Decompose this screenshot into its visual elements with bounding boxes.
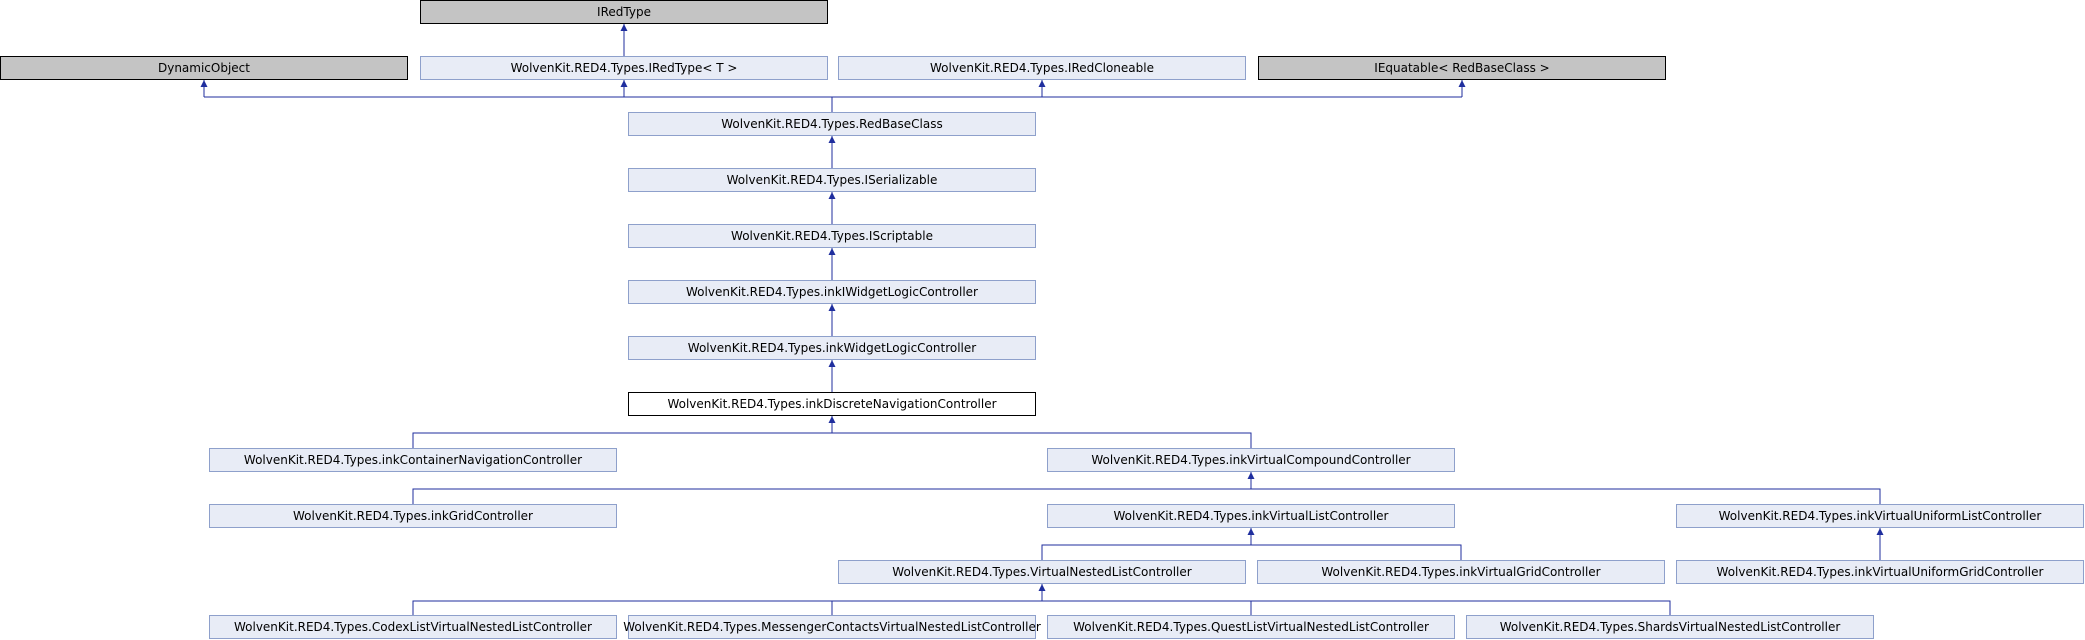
node-inkvirtualuniformgridcontroller[interactable]: WolvenKit.RED4.Types.inkVirtualUniformGr… [1676,560,2084,584]
node-iserializable[interactable]: WolvenKit.RED4.Types.ISerializable [628,168,1036,192]
node-dynamicobject[interactable]: DynamicObject [0,56,408,80]
edge-arrow-inkvirtualuniformlist [1876,528,1884,535]
edge-arrow-inkdiscretenav-to-inkwidgetlogic [828,360,836,367]
edge-arrow-iserializable-to-redbaseclass [828,136,836,143]
node-codexlistvirtualnestedlistcontroller[interactable]: WolvenKit.RED4.Types.CodexListVirtualNes… [209,615,617,639]
node-inkiwidgetlogiccontroller[interactable]: WolvenKit.RED4.Types.inkIWidgetLogicCont… [628,280,1036,304]
edge-arrow-inkvirtuallist [1247,528,1255,535]
edge-arrow-iscriptable-to-iserializable [828,192,836,199]
node-shardsvirtualnestedlistcontroller[interactable]: WolvenKit.RED4.Types.ShardsVirtualNested… [1466,615,1874,639]
edge-redbaseclass-trunk [204,96,1462,112]
node-inkcontainernavigationcontroller[interactable]: WolvenKit.RED4.Types.inkContainerNavigat… [209,448,617,472]
edge-arrow-iredcloneable [1038,80,1046,87]
edge-arrow-iredtype-t [620,80,628,87]
node-inkgridcontroller[interactable]: WolvenKit.RED4.Types.inkGridController [209,504,617,528]
node-inkvirtuallistcontroller[interactable]: WolvenKit.RED4.Types.inkVirtualListContr… [1047,504,1455,528]
node-questlistvirtualnestedlistcontroller[interactable]: WolvenKit.RED4.Types.QuestListVirtualNes… [1047,615,1455,639]
node-inkdiscretenavigationcontroller[interactable]: WolvenKit.RED4.Types.inkDiscreteNavigati… [628,392,1036,416]
node-iredtype[interactable]: IRedType [420,0,828,24]
edge-arrow-virtualnestedlist [1038,584,1046,591]
edge-arrow-dynamicobject [200,80,208,87]
node-virtualnestedlistcontroller[interactable]: WolvenKit.RED4.Types.VirtualNestedListCo… [838,560,1246,584]
edge-arrow-inkwidgetlogic-to-inkiwidgetlogic [828,304,836,311]
edge-row11-to-virtualnestedlist [412,584,1671,615]
edge-arrow-iredtype [620,24,628,31]
edge-arrow-inkdiscretenav [828,416,836,423]
node-iredcloneable[interactable]: WolvenKit.RED4.Types.IRedCloneable [838,56,1246,80]
node-messengercontactsvirtualnestedlistcontroller[interactable]: WolvenKit.RED4.Types.MessengerContactsVi… [623,615,1041,639]
node-inkvirtualgridcontroller[interactable]: WolvenKit.RED4.Types.inkVirtualGridContr… [1257,560,1665,584]
node-iscriptable[interactable]: WolvenKit.RED4.Types.IScriptable [628,224,1036,248]
edge-arrow-inkvirtualcompound [1247,472,1255,479]
edge-row9-to-inkvirtualcompound [412,472,1881,504]
edge-arrow-iequatable [1458,80,1466,87]
node-inkwidgetlogiccontroller[interactable]: WolvenKit.RED4.Types.inkWidgetLogicContr… [628,336,1036,360]
node-inkvirtualuniformlistcontroller[interactable]: WolvenKit.RED4.Types.inkVirtualUniformLi… [1676,504,2084,528]
node-inkvirtualcompoundcontroller[interactable]: WolvenKit.RED4.Types.inkVirtualCompoundC… [1047,448,1455,472]
node-iredtype-t[interactable]: WolvenKit.RED4.Types.IRedType< T > [420,56,828,80]
node-iequatable[interactable]: IEquatable< RedBaseClass > [1258,56,1666,80]
edge-arrow-inkiwidgetlogic-to-iscriptable [828,248,836,255]
node-redbaseclass[interactable]: WolvenKit.RED4.Types.RedBaseClass [628,112,1036,136]
